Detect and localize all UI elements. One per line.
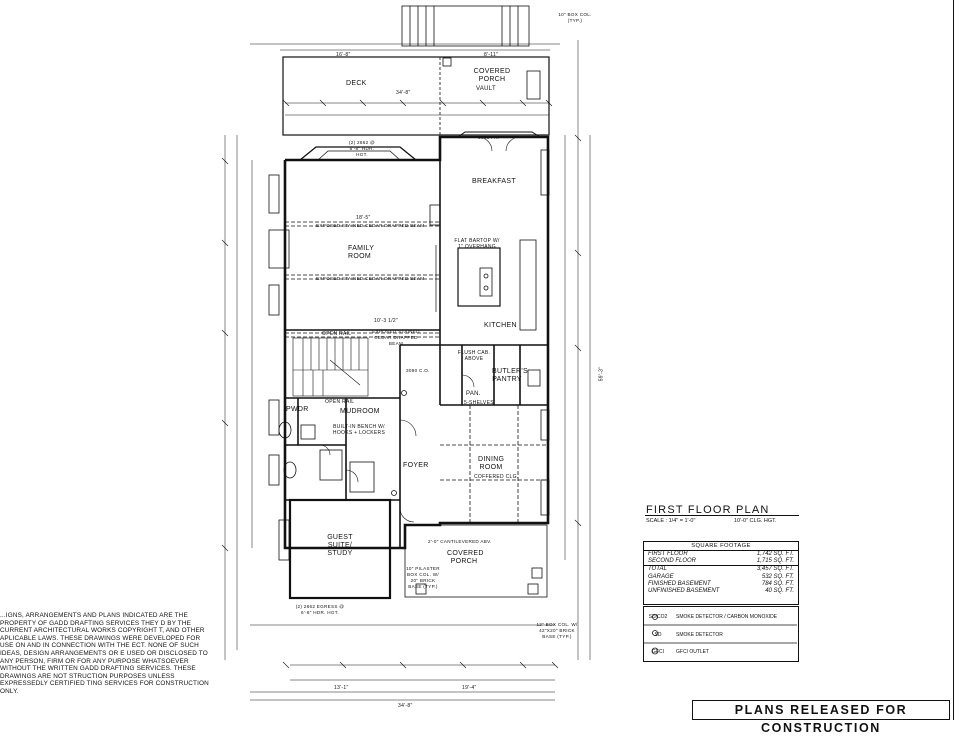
legend-text: GFCI OUTLET xyxy=(676,649,710,655)
front-porch xyxy=(404,524,548,598)
sqft-value: 784 SQ. FT. xyxy=(761,580,794,587)
room-label-pwdr: PWDR xyxy=(286,406,309,413)
sqft-label: GARAGE xyxy=(648,573,674,580)
deck-outline xyxy=(282,56,550,136)
legend-row: GFCI GFCI OUTLET xyxy=(644,645,798,659)
sqft-row: FIRST FLOOR 1,742 SQ. FT. xyxy=(644,551,798,558)
sqft-value: 1,715 SQ. FT. xyxy=(756,558,794,565)
legend-text: SMOKE DETECTOR xyxy=(676,632,723,638)
dim-overall-top: 34'-8" xyxy=(396,90,411,96)
dim-overall-side: 59'-3" xyxy=(598,366,605,382)
dim-breakfast: 18'-5" xyxy=(356,215,371,221)
sqft-value: 40 SQ. FT. xyxy=(765,587,794,594)
title-underline xyxy=(645,515,799,516)
legend-row: SD SMOKE DETECTOR xyxy=(644,627,798,643)
sqft-row: FINISHED BASEMENT 784 SQ. FT. xyxy=(644,581,798,588)
sqft-row: GARAGE 532 SQ. FT. xyxy=(644,574,798,581)
box-column xyxy=(442,57,452,67)
room-label-dining-room: DINING ROOM xyxy=(478,456,505,471)
label-hdr-front: (2) 2862 EGRESS @ 6'-8" HDR. HGT. xyxy=(295,604,345,615)
sheet-border xyxy=(953,0,954,720)
legend-text: SMOKE DETECTOR / CARBON MONOXIDE xyxy=(676,614,778,620)
room-label-butlers-pantry: BUTLER'S PANTRY xyxy=(492,368,529,383)
symbol-legend: SD/CO2 SMOKE DETECTOR / CARBON MONOXIDE … xyxy=(643,606,799,662)
label-exposed-beam-1: EXPOSED STAINED CEDAR DRAPPED BEAM xyxy=(316,223,425,228)
dimension-lines xyxy=(224,40,591,701)
sqft-value: 1,742 SQ. FT. xyxy=(756,551,794,557)
front-column xyxy=(527,583,539,595)
box-column xyxy=(526,70,541,100)
label-open-rail-upper: OPEN RAIL xyxy=(322,331,352,337)
label-hdr-rear: (2) 2862 @ 6'-8" HDR. HGT. xyxy=(348,140,376,157)
front-column xyxy=(415,583,427,595)
room-label-family-room: FAMILY ROOM xyxy=(348,245,375,260)
dim-porch-width: 8'-11" xyxy=(484,52,499,58)
sqft-value: 3,457 SQ. FT. xyxy=(756,566,794,573)
room-label-built-in-bench: BUILT-IN BENCH W/ HOOKS + LOCKERS xyxy=(332,424,386,436)
dim-bottom-a: 13'-1" xyxy=(334,685,349,691)
plan-title: FIRST FLOOR PLAN xyxy=(646,504,770,516)
label-door-3068: 3068 FR. xyxy=(478,135,500,140)
room-label-dining-ceiling: COFFERED CLG. xyxy=(474,474,519,480)
room-label-breakfast: BREAKFAST xyxy=(472,178,516,185)
sqft-row: TOTAL 3,457 SQ. FT. xyxy=(644,565,798,573)
label-flush-cab: FLUSH CAB. ABOVE xyxy=(457,350,491,362)
label-box-col-front: 12" BOX COL. W/ 42"X20" BRICK BASE (TYP.… xyxy=(536,622,578,639)
release-banner: PLANS RELEASED FOR CONSTRUCTION xyxy=(692,700,950,735)
dim-deck-width: 16'-8" xyxy=(336,52,351,58)
label-box-col-top: 10" BOX COL. (TYP.) xyxy=(558,12,592,23)
scale-left: SCALE : 1/4" = 1'-0" xyxy=(646,518,696,524)
dim-family: 10'-3 1/2" xyxy=(374,318,399,324)
legend-row: SD/CO2 SMOKE DETECTOR / CARBON MONOXIDE xyxy=(644,609,798,625)
room-label-vault: VAULT xyxy=(476,86,496,92)
label-exposed-beam-2: EXPOSED STAINED CEDAR DRAPPED BEAM xyxy=(316,276,425,281)
label-door-5090: 3090 C.O. xyxy=(406,368,430,373)
room-label-covered-porch-front: COVERED PORCH xyxy=(447,550,484,565)
room-label-kitchen: KITCHEN xyxy=(484,322,517,329)
room-label-foyer: FOYER xyxy=(403,462,429,469)
sqft-label: FIRST FLOOR xyxy=(648,551,688,557)
label-pilaster: 10" PILASTER BOX COL. W/ 20" BRICK BASE … xyxy=(406,566,440,589)
sqft-label: FINISHED BASEMENT xyxy=(648,580,711,587)
square-footage-header: SQUARE FOOTAGE xyxy=(644,542,798,551)
room-label-deck: DECK xyxy=(346,80,367,87)
room-label-guest-suite: GUEST SUITE/ STUDY xyxy=(327,534,353,557)
kitchen-island xyxy=(457,247,501,307)
room-label-covered-porch-rear: COVERED PORCH xyxy=(473,68,511,83)
label-exposed-beam-3: EXPOSED STAINED CEDAR DRAPPED BEAM xyxy=(372,329,420,346)
room-label-pan: PAN. xyxy=(466,391,481,397)
smoke-detector-icon: SD xyxy=(654,632,662,638)
room-label-shelves: 5-SHELVES xyxy=(464,400,494,406)
sqft-value: 532 SQ. FT. xyxy=(761,573,794,580)
smoke-co-detector-icon: SD/CO2 xyxy=(648,614,668,620)
sqft-label: SECOND FLOOR xyxy=(648,558,697,565)
label-open-rail-lower: OPEN RAIL xyxy=(325,399,355,405)
dim-bottom-total: 34'-8" xyxy=(398,703,413,709)
floor-plan-drawing xyxy=(221,5,797,701)
copyright-note: ...IGNS, ARRANGEMENTS AND PLANS INDICATE… xyxy=(0,612,209,695)
deck-stair xyxy=(401,5,530,47)
gfci-outlet-icon: GFCI xyxy=(652,649,664,655)
sqft-label: TOTAL xyxy=(648,566,667,573)
label-cantilevered: 2'-0" CANTILEVERED ABV. xyxy=(428,539,492,544)
scale-right: 10'-0" CLG. HGT. xyxy=(734,518,777,524)
sqft-row: UNFINISHED BASEMENT 40 SQ. FT. xyxy=(644,588,798,595)
exterior-walls xyxy=(283,135,550,550)
dim-bottom-b: 19'-4" xyxy=(462,685,477,691)
stair xyxy=(292,337,369,397)
label-flat-bartop: FLAT BARTOP W/ 1" OVERHANG xyxy=(454,238,500,250)
room-label-mudroom: MUDROOM xyxy=(340,408,380,415)
interior-walls xyxy=(284,160,548,548)
sqft-row: SECOND FLOOR 1,715 SQ. FT. xyxy=(644,558,798,565)
kitchen-sink xyxy=(479,267,493,297)
sqft-label: UNFINISHED BASEMENT xyxy=(648,587,720,594)
